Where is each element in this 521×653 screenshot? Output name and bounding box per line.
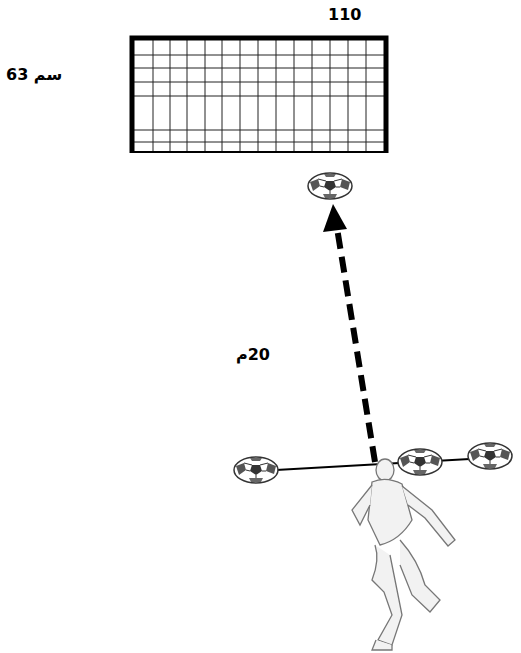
dimension-label: 20م — [236, 346, 270, 364]
ball — [468, 443, 512, 469]
dimension-label: 110 — [328, 6, 361, 24]
ball — [234, 457, 278, 483]
ball — [308, 173, 352, 199]
start-line — [240, 457, 505, 472]
dimension-label: 63 سم — [6, 66, 62, 84]
kick-arrow — [323, 204, 375, 462]
player-figure — [352, 459, 455, 650]
ball — [398, 449, 442, 475]
goal — [132, 38, 386, 153]
